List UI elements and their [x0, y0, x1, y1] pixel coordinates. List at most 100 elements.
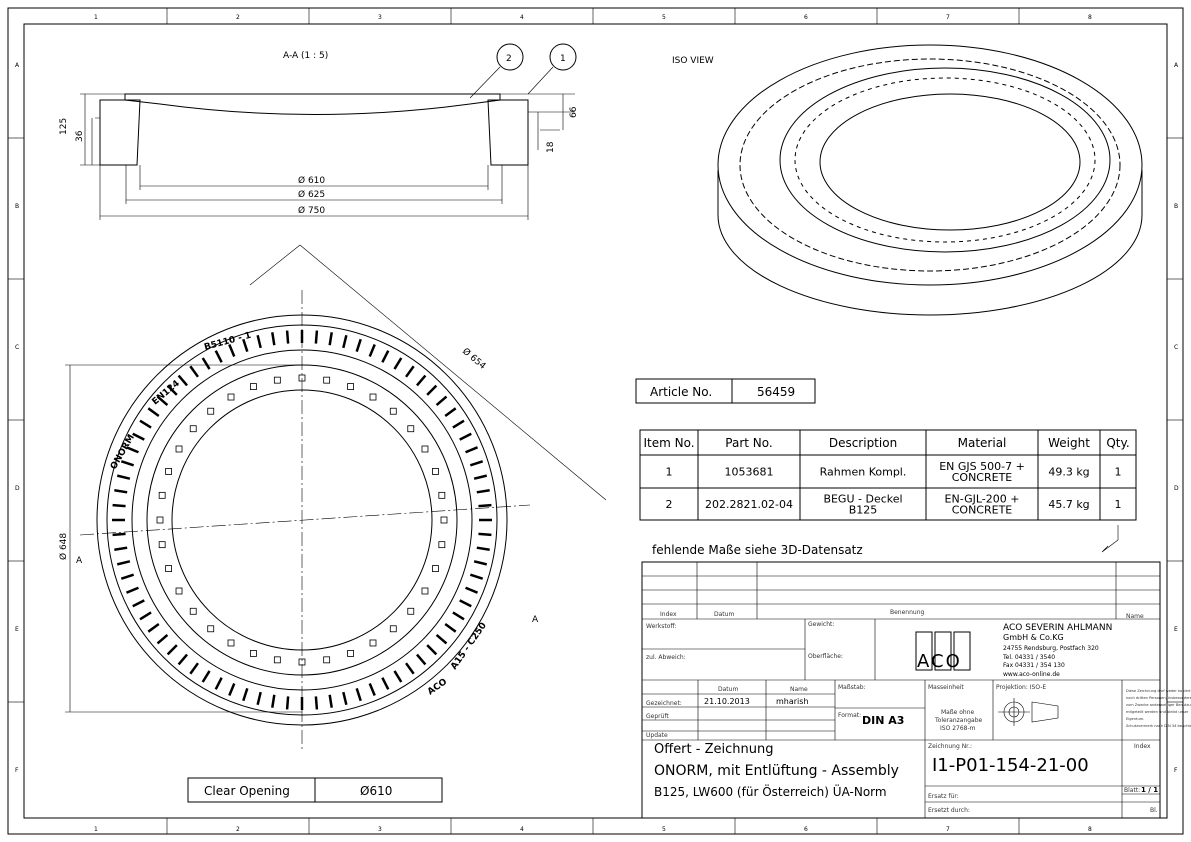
tolerance-text: Maße ohne	[941, 709, 975, 716]
weight-label: Gewicht:	[808, 621, 834, 628]
balloon-1	[549, 43, 577, 71]
tolerance-text: ISO 2768-m	[940, 725, 976, 732]
clear-opening-label: Clear Opening	[204, 784, 290, 798]
section-cut-label-left: A	[76, 556, 83, 566]
date-header: Datum	[718, 686, 738, 693]
balloon-2-label: 2	[506, 54, 512, 64]
row-marker: B	[1174, 203, 1178, 210]
sheet-label: Blatt:	[1124, 787, 1140, 794]
parts-header: Item No.	[643, 436, 694, 450]
parts-cell: 45.7 kg	[1048, 498, 1089, 511]
dim-625: Ø 625	[298, 189, 325, 200]
sheet-value: 1 / 1	[1141, 786, 1158, 794]
replaced-by-label: Ersetzt durch:	[928, 807, 970, 814]
replaces-label: Ersatz für:	[928, 793, 959, 800]
row-marker: C	[15, 344, 19, 351]
row-marker: D	[15, 485, 20, 492]
material-label: Werkstoff:	[646, 623, 677, 630]
drawing-number: I1-P01-154-21-00	[932, 755, 1089, 776]
index-label: Index	[1134, 743, 1151, 750]
dim-750: Ø 750	[298, 205, 325, 216]
legal-line: noch dritten Personen, insbesondere	[1126, 696, 1191, 700]
iso-view: ISO VIEW	[672, 44, 1143, 316]
iso-cylinder	[717, 170, 1143, 316]
iso-rim-pattern	[739, 58, 1121, 272]
article-label: Article No.	[650, 385, 712, 399]
bl-label: Bl.	[1150, 807, 1158, 814]
row-marker: E	[1174, 626, 1178, 633]
dim-18: 18	[546, 141, 556, 153]
dim-125: 125	[59, 118, 69, 135]
iso-outer-rim	[717, 44, 1143, 286]
frame-section-left	[99, 99, 141, 166]
section-cut-label-right: A	[532, 615, 539, 625]
row-marker: F	[1174, 767, 1178, 774]
drawing-number-label: Zeichnung Nr.:	[928, 743, 972, 750]
parts-cell: 1	[1115, 466, 1122, 479]
name-header: Name	[790, 686, 808, 693]
column-marker: 5	[662, 14, 666, 21]
clear-opening-table: Clear Opening Ø610	[187, 777, 443, 803]
rev-date-header: Datum	[714, 611, 734, 618]
legal-line: zum Zwecke anderweitiger Benutzung	[1126, 703, 1191, 707]
column-marker: 4	[520, 14, 524, 21]
row-marker: F	[15, 767, 19, 774]
surface-label: Oberfläche:	[808, 653, 843, 660]
parts-header: Material	[958, 436, 1007, 450]
company-tel: Tel. 04331 / 3540	[1002, 654, 1055, 661]
parts-cell: 202.2821.02-04	[705, 498, 793, 511]
balloon-1-label: 1	[560, 54, 566, 64]
company-form: GmbH & Co.KG	[1003, 633, 1064, 642]
dim-610: Ø 610	[298, 175, 325, 186]
column-marker: 2	[236, 14, 240, 21]
logo-text: ACO	[917, 651, 962, 672]
axis-triad-icon	[1101, 525, 1119, 553]
legal-line: Eigentum.	[1126, 717, 1144, 721]
row-marker: B	[15, 203, 19, 210]
column-marker: 6	[804, 14, 808, 21]
parts-cell: EN GJS 500-7 +	[939, 460, 1025, 473]
dim-654: Ø 654	[460, 346, 488, 372]
rev-index-header: Index	[660, 611, 677, 618]
drawing-title-line: ONORM, mit Entlüftung - Assembly	[654, 763, 899, 779]
drawing-title-line: B125, LW600 (für Österreich) ÜA-Norm	[654, 783, 887, 799]
dim-648: Ø 648	[58, 533, 69, 560]
deviation-label: zul. Abweich:	[646, 654, 686, 661]
parts-cell: CONCRETE	[952, 504, 1013, 517]
column-marker: 7	[946, 826, 950, 833]
column-marker: 1	[94, 826, 98, 833]
row-marker: A	[1174, 62, 1179, 69]
parts-cell: 1	[1115, 498, 1122, 511]
parts-cell: 2	[666, 498, 673, 511]
company-name: ACO SEVERIN AHLMANN	[1003, 623, 1112, 633]
parts-header: Part No.	[725, 436, 772, 450]
cover-section	[124, 93, 501, 115]
dim-66: 66	[569, 106, 579, 118]
legal-line: Schutzvermerk nach DIN 34 beachten	[1126, 724, 1191, 728]
article-value: 56459	[757, 385, 795, 399]
frame-section-right	[487, 99, 529, 166]
section-title: A-A (1 : 5)	[283, 51, 328, 61]
drawn-by: mharish	[776, 697, 809, 706]
balloon-2	[496, 43, 524, 71]
plan-view: Ø 654 Ø 648 A A ONORM EN124 B5110 - 1 AC…	[58, 244, 607, 750]
outer-border	[7, 7, 1184, 835]
legal-line: Diese Zeichnung darf weder kopiert	[1126, 689, 1191, 693]
drawn-date: 21.10.2013	[704, 697, 750, 706]
parts-cell: 1	[666, 466, 673, 479]
dim-36: 36	[75, 130, 85, 142]
rim-text: A15 - C250	[449, 621, 489, 672]
missing-dimensions-note: fehlende Maße siehe 3D-Datensatz	[652, 543, 863, 557]
column-marker: 3	[378, 826, 382, 833]
parts-cell: BEGU - Deckel	[823, 493, 902, 506]
article-table: Article No. 56459	[635, 378, 816, 404]
clear-opening-value: Ø610	[360, 784, 392, 798]
format-value: DIN A3	[862, 714, 904, 727]
checked-label: Geprüft	[646, 713, 669, 720]
column-marker: 7	[946, 14, 950, 21]
column-marker: 1	[94, 14, 98, 21]
column-marker: 4	[520, 826, 524, 833]
iso-title: ISO VIEW	[672, 56, 714, 66]
